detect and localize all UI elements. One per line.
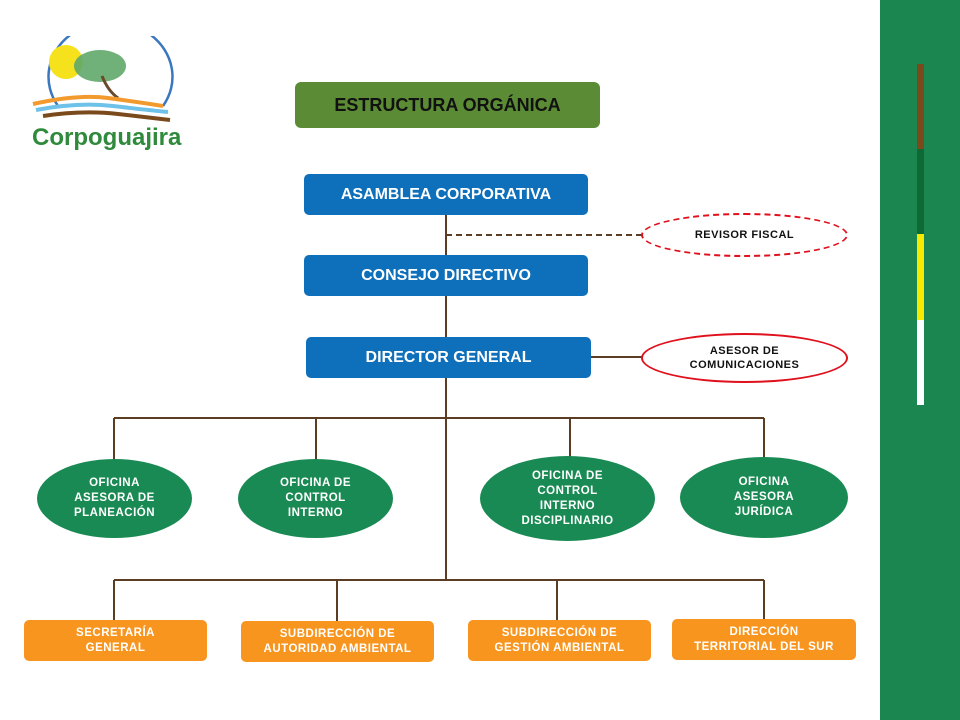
secretaria-general-box[interactable]: SECRETARÍA GENERAL — [24, 620, 207, 661]
subdireccion-gestion-label: SUBDIRECCIÓN DE GESTIÓN AMBIENTAL — [494, 626, 625, 654]
director-general-box[interactable]: DIRECTOR GENERAL — [306, 337, 591, 378]
asamblea-corporativa-label: ASAMBLEA CORPORATIVA — [340, 185, 552, 203]
sidebar-band — [880, 0, 960, 720]
asesor-comunicaciones-label: ASESOR DE COMUNICACIONES — [689, 345, 800, 371]
subdireccion-autoridad-box[interactable]: SUBDIRECCIÓN DE AUTORIDAD AMBIENTAL — [241, 621, 434, 662]
director-general-label: DIRECTOR GENERAL — [365, 348, 532, 366]
direccion-territorial-box[interactable]: DIRECCIÓN TERRITORIAL DEL SUR — [672, 619, 856, 660]
consejo-directivo-label: CONSEJO DIRECTIVO — [361, 266, 531, 284]
direccion-territorial-label: DIRECCIÓN TERRITORIAL DEL SUR — [694, 625, 834, 653]
logo-text: Corpoguajira — [32, 124, 182, 151]
secretaria-general-label: SECRETARÍA GENERAL — [76, 626, 155, 654]
office-juridica-ellipse[interactable]: OFICINA ASESORA JURÍDICA — [680, 457, 848, 538]
page-title: ESTRUCTURA ORGÁNICA — [295, 82, 600, 128]
revisor-fiscal-ellipse[interactable]: REVISOR FISCAL — [641, 213, 848, 257]
office-planeacion-ellipse[interactable]: OFICINA ASESORA DE PLANEACIÓN — [37, 459, 192, 538]
consejo-directivo-box[interactable]: CONSEJO DIRECTIVO — [304, 255, 588, 296]
office-juridica-label: OFICINA ASESORA JURÍDICA — [733, 476, 795, 518]
asamblea-corporativa-box[interactable]: ASAMBLEA CORPORATIVA — [304, 174, 588, 215]
stripe-brown — [917, 64, 924, 149]
office-control-interno-label: OFICINA DE CONTROL INTERNO — [279, 477, 352, 519]
stripe-white — [917, 320, 924, 405]
logo: Corpoguajira — [28, 20, 182, 156]
office-control-disciplinario-ellipse[interactable]: OFICINA DE CONTROL INTERNO DISCIPLINARIO — [480, 456, 655, 541]
stripe-yellow — [917, 234, 924, 320]
office-planeacion-label: OFICINA ASESORA DE PLANEACIÓN — [73, 477, 156, 519]
subdireccion-autoridad-label: SUBDIRECCIÓN DE AUTORIDAD AMBIENTAL — [263, 627, 412, 655]
asesor-comunicaciones-ellipse[interactable]: ASESOR DE COMUNICACIONES — [641, 333, 848, 383]
logo-emblem-icon — [32, 20, 174, 122]
stripe-dark-green — [917, 149, 924, 234]
office-control-disciplinario-label: OFICINA DE CONTROL INTERNO DISCIPLINARIO — [521, 469, 614, 527]
office-control-interno-ellipse[interactable]: OFICINA DE CONTROL INTERNO — [238, 459, 393, 538]
revisor-fiscal-label: REVISOR FISCAL — [694, 229, 795, 241]
connector-lines — [113, 215, 765, 622]
subdireccion-gestion-box[interactable]: SUBDIRECCIÓN DE GESTIÓN AMBIENTAL — [468, 620, 651, 661]
